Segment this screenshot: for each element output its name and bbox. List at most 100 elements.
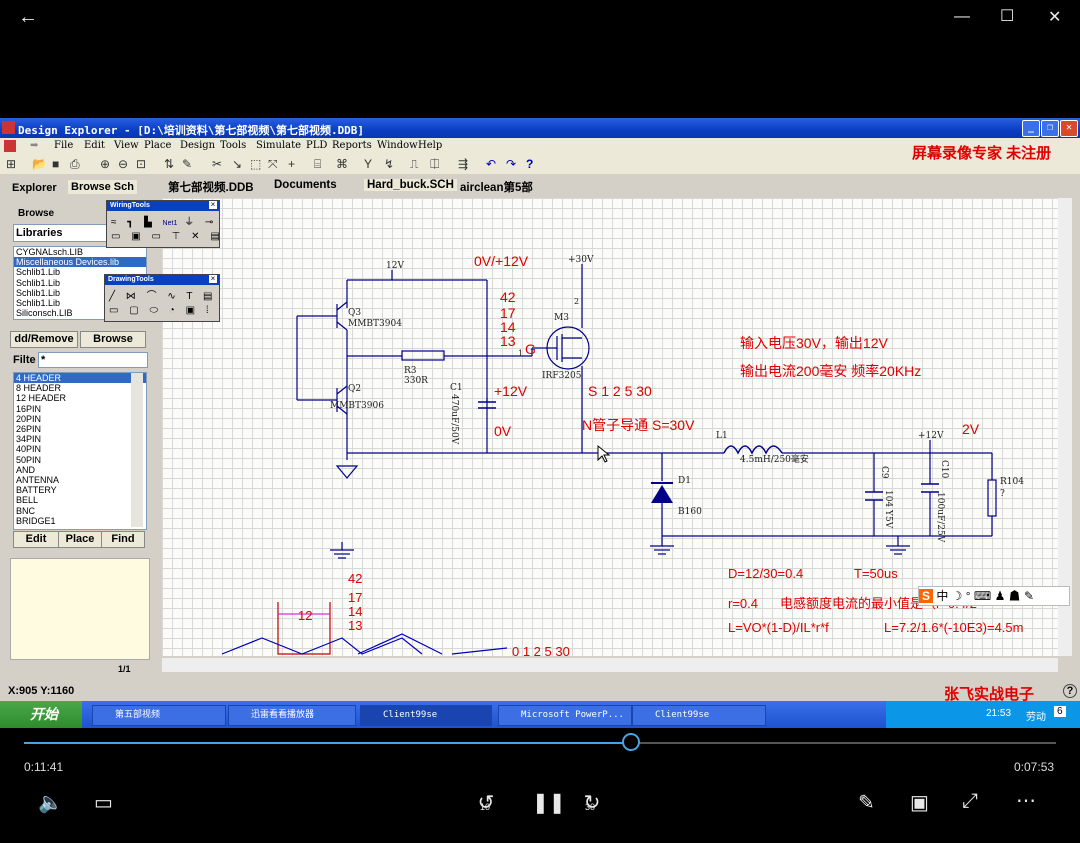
list-item[interactable]: ANTENNA xyxy=(16,475,60,486)
tab-explorer[interactable]: Explorer xyxy=(12,182,57,194)
forward-30-button[interactable]: ↻ 30 xyxy=(580,790,604,814)
minimize-button[interactable]: — xyxy=(954,8,970,25)
resistor-r104[interactable] xyxy=(987,479,997,517)
diode-d1[interactable] xyxy=(651,482,673,503)
menu-simulate[interactable]: Simulate xyxy=(256,140,302,151)
menu-edit[interactable]: Edit xyxy=(84,140,105,151)
list-item[interactable]: 26PIN xyxy=(16,424,42,435)
pencil-icon[interactable]: ✎ xyxy=(182,157,193,171)
undo-icon[interactable]: ↶ xyxy=(486,157,497,171)
miniview-icon[interactable]: ▣ xyxy=(910,792,929,814)
transistor-q2[interactable] xyxy=(336,385,348,415)
task-item-folder[interactable]: 第五部视频 xyxy=(92,705,226,726)
help-circle-icon[interactable]: ? xyxy=(1063,684,1077,698)
help-icon[interactable]: ? xyxy=(526,157,534,171)
place-button[interactable]: Place xyxy=(58,531,102,548)
menu-window[interactable]: Window xyxy=(377,140,418,151)
schematic-sheet[interactable]: 12V +30V Q3 MMBT3904 Q2 MMBT3906 R3 330R… xyxy=(162,198,1058,659)
list-item[interactable]: Miscellaneous Devices.lib xyxy=(14,257,146,268)
edit-pen-icon[interactable]: ✎ xyxy=(858,792,875,814)
select-icon[interactable]: ⬚ xyxy=(250,157,262,171)
wiring-tools-close-icon[interactable]: × xyxy=(209,200,217,209)
browse-button[interactable]: Browse xyxy=(80,331,146,348)
component-icon[interactable]: ⌘ xyxy=(336,157,348,171)
drawing-tools-close-icon[interactable]: × xyxy=(209,274,217,283)
list-item[interactable]: 4 HEADER xyxy=(14,373,146,384)
resistor-r3[interactable] xyxy=(401,350,445,361)
menu-design[interactable]: Design xyxy=(180,140,216,151)
task-item-player[interactable]: 迅雷看看播放器 xyxy=(228,705,356,726)
library-icon[interactable]: ⌸ xyxy=(314,157,322,171)
list-item[interactable]: Siliconsch.LIB xyxy=(16,308,73,319)
capacitor-c1[interactable] xyxy=(478,401,496,409)
marker-icon[interactable]: ↯ xyxy=(384,157,395,171)
bus-icon[interactable]: ⎅ xyxy=(430,157,440,171)
subtitles-icon[interactable]: ▭ xyxy=(94,792,113,814)
pause-icon[interactable]: ❚❚ xyxy=(532,792,566,814)
list-item[interactable]: AND xyxy=(16,464,36,475)
app-restore-button[interactable]: ❐ xyxy=(1041,120,1059,137)
list-item[interactable]: CYGNALsch.LIB xyxy=(16,247,84,257)
wire-icon[interactable]: ↘ xyxy=(232,157,243,171)
list-item[interactable]: 12 HEADER xyxy=(16,393,67,404)
seek-thumb[interactable] xyxy=(621,733,640,751)
task-item-client2[interactable]: Client99se xyxy=(632,705,766,726)
tab-hard-buck[interactable]: Hard_buck.SCH xyxy=(364,179,457,191)
move-icon[interactable]: ⤧ xyxy=(268,157,278,171)
find-button[interactable]: Find xyxy=(101,531,145,548)
menu-view[interactable]: View xyxy=(114,140,139,151)
net-label-tool[interactable]: Net1 xyxy=(162,220,178,227)
list-item[interactable]: 40PIN xyxy=(16,444,42,455)
list-item[interactable]: Schlib1.Lib xyxy=(16,287,61,298)
edit-button[interactable]: Edit xyxy=(13,531,59,548)
maximize-button[interactable]: ☐ xyxy=(1000,8,1015,25)
schematic-drawing[interactable]: 12V +30V Q3 MMBT3904 Q2 MMBT3906 R3 330R… xyxy=(162,198,1058,659)
component-list[interactable]: 4 HEADER 8 HEADER 12 HEADER 16PIN 20PIN … xyxy=(13,372,147,530)
volume-icon[interactable]: 🔈 xyxy=(38,792,63,814)
print-icon[interactable]: ⎙ xyxy=(70,157,80,171)
back-arrow-icon[interactable]: ← xyxy=(18,6,38,28)
start-button[interactable]: 开始 xyxy=(0,701,82,728)
task-item-powerpoint[interactable]: Microsoft PowerP... xyxy=(498,705,632,726)
cut-icon[interactable]: ✂ xyxy=(212,157,223,171)
horizontal-scrollbar[interactable] xyxy=(162,658,1058,672)
ime-toolbar[interactable]: S 中 ☽ ° ⌨ ♟ ☗ ✎ xyxy=(918,586,1070,606)
list-item[interactable]: 34PIN xyxy=(16,434,42,445)
hierarchy-icon[interactable]: ⇅ xyxy=(164,157,175,171)
tab-airclean[interactable]: airclean第5部 xyxy=(460,182,533,194)
app-close-button[interactable]: ✕ xyxy=(1060,120,1078,137)
cross-icon[interactable]: + xyxy=(288,157,296,171)
wiring-tools-row1[interactable]: ≈ ┓ ▙ Net1 ⏚ ⊸ xyxy=(111,217,218,228)
zoom-in-icon[interactable]: ⊕ xyxy=(100,157,111,171)
chip-icon[interactable]: ⎍ xyxy=(410,157,419,171)
drawing-tools-row2[interactable]: ▭ ▢ ⬭ ◔ ▣ ⁞ xyxy=(109,305,213,316)
transistor-q3[interactable] xyxy=(336,301,348,331)
more-options-icon[interactable]: ⋯ xyxy=(1016,790,1036,812)
sheet-icon[interactable]: ⇶ xyxy=(458,157,469,171)
menu-place[interactable]: Place xyxy=(144,140,172,151)
component-list-scrollbar[interactable] xyxy=(131,373,143,527)
list-item[interactable]: 16PIN xyxy=(16,403,42,414)
fullscreen-icon[interactable]: ⤢ xyxy=(962,790,978,812)
rewind-10-button[interactable]: ↺ 10 xyxy=(474,790,498,814)
sogou-icon[interactable]: S xyxy=(919,589,934,603)
vertical-scrollbar[interactable] xyxy=(1058,198,1072,656)
zoom-out-icon[interactable]: ⊖ xyxy=(118,157,129,171)
tree-icon[interactable]: ⊞ xyxy=(6,157,17,171)
list-item[interactable]: 8 HEADER xyxy=(16,383,62,394)
tab-documents[interactable]: Documents xyxy=(274,179,337,191)
list-item[interactable]: BNC xyxy=(16,505,36,516)
drawing-tools-row1[interactable]: ╱ ⋈ ⌒ ∿ T ▤ xyxy=(109,291,217,302)
wiring-tools-palette[interactable]: WiringTools × ≈ ┓ ▙ Net1 ⏚ ⊸ ▭ ▣ ▭ ⊤ ✕ ▤ xyxy=(106,200,220,248)
video-frame[interactable]: Design Explorer - [D:\培训资料\第七部视频\第七部视频.D… xyxy=(0,118,1080,728)
list-item[interactable]: BATTERY xyxy=(16,485,57,496)
list-item[interactable]: Schlib1.Lib xyxy=(16,267,61,278)
drawing-tools-palette[interactable]: DrawingTools × ╱ ⋈ ⌒ ∿ T ▤ ▭ ▢ ⬭ ◔ ▣ ⁞ xyxy=(104,274,220,322)
capacitor-c9[interactable] xyxy=(865,491,883,501)
menu-reports[interactable]: Reports xyxy=(332,140,372,151)
mosfet-m3[interactable] xyxy=(546,326,590,370)
list-item[interactable]: BRIDGE1 xyxy=(16,515,56,526)
list-item[interactable]: Schlib1.Lib xyxy=(16,298,61,309)
redo-icon[interactable]: ↷ xyxy=(506,157,517,171)
inductor-l1[interactable] xyxy=(723,445,783,455)
